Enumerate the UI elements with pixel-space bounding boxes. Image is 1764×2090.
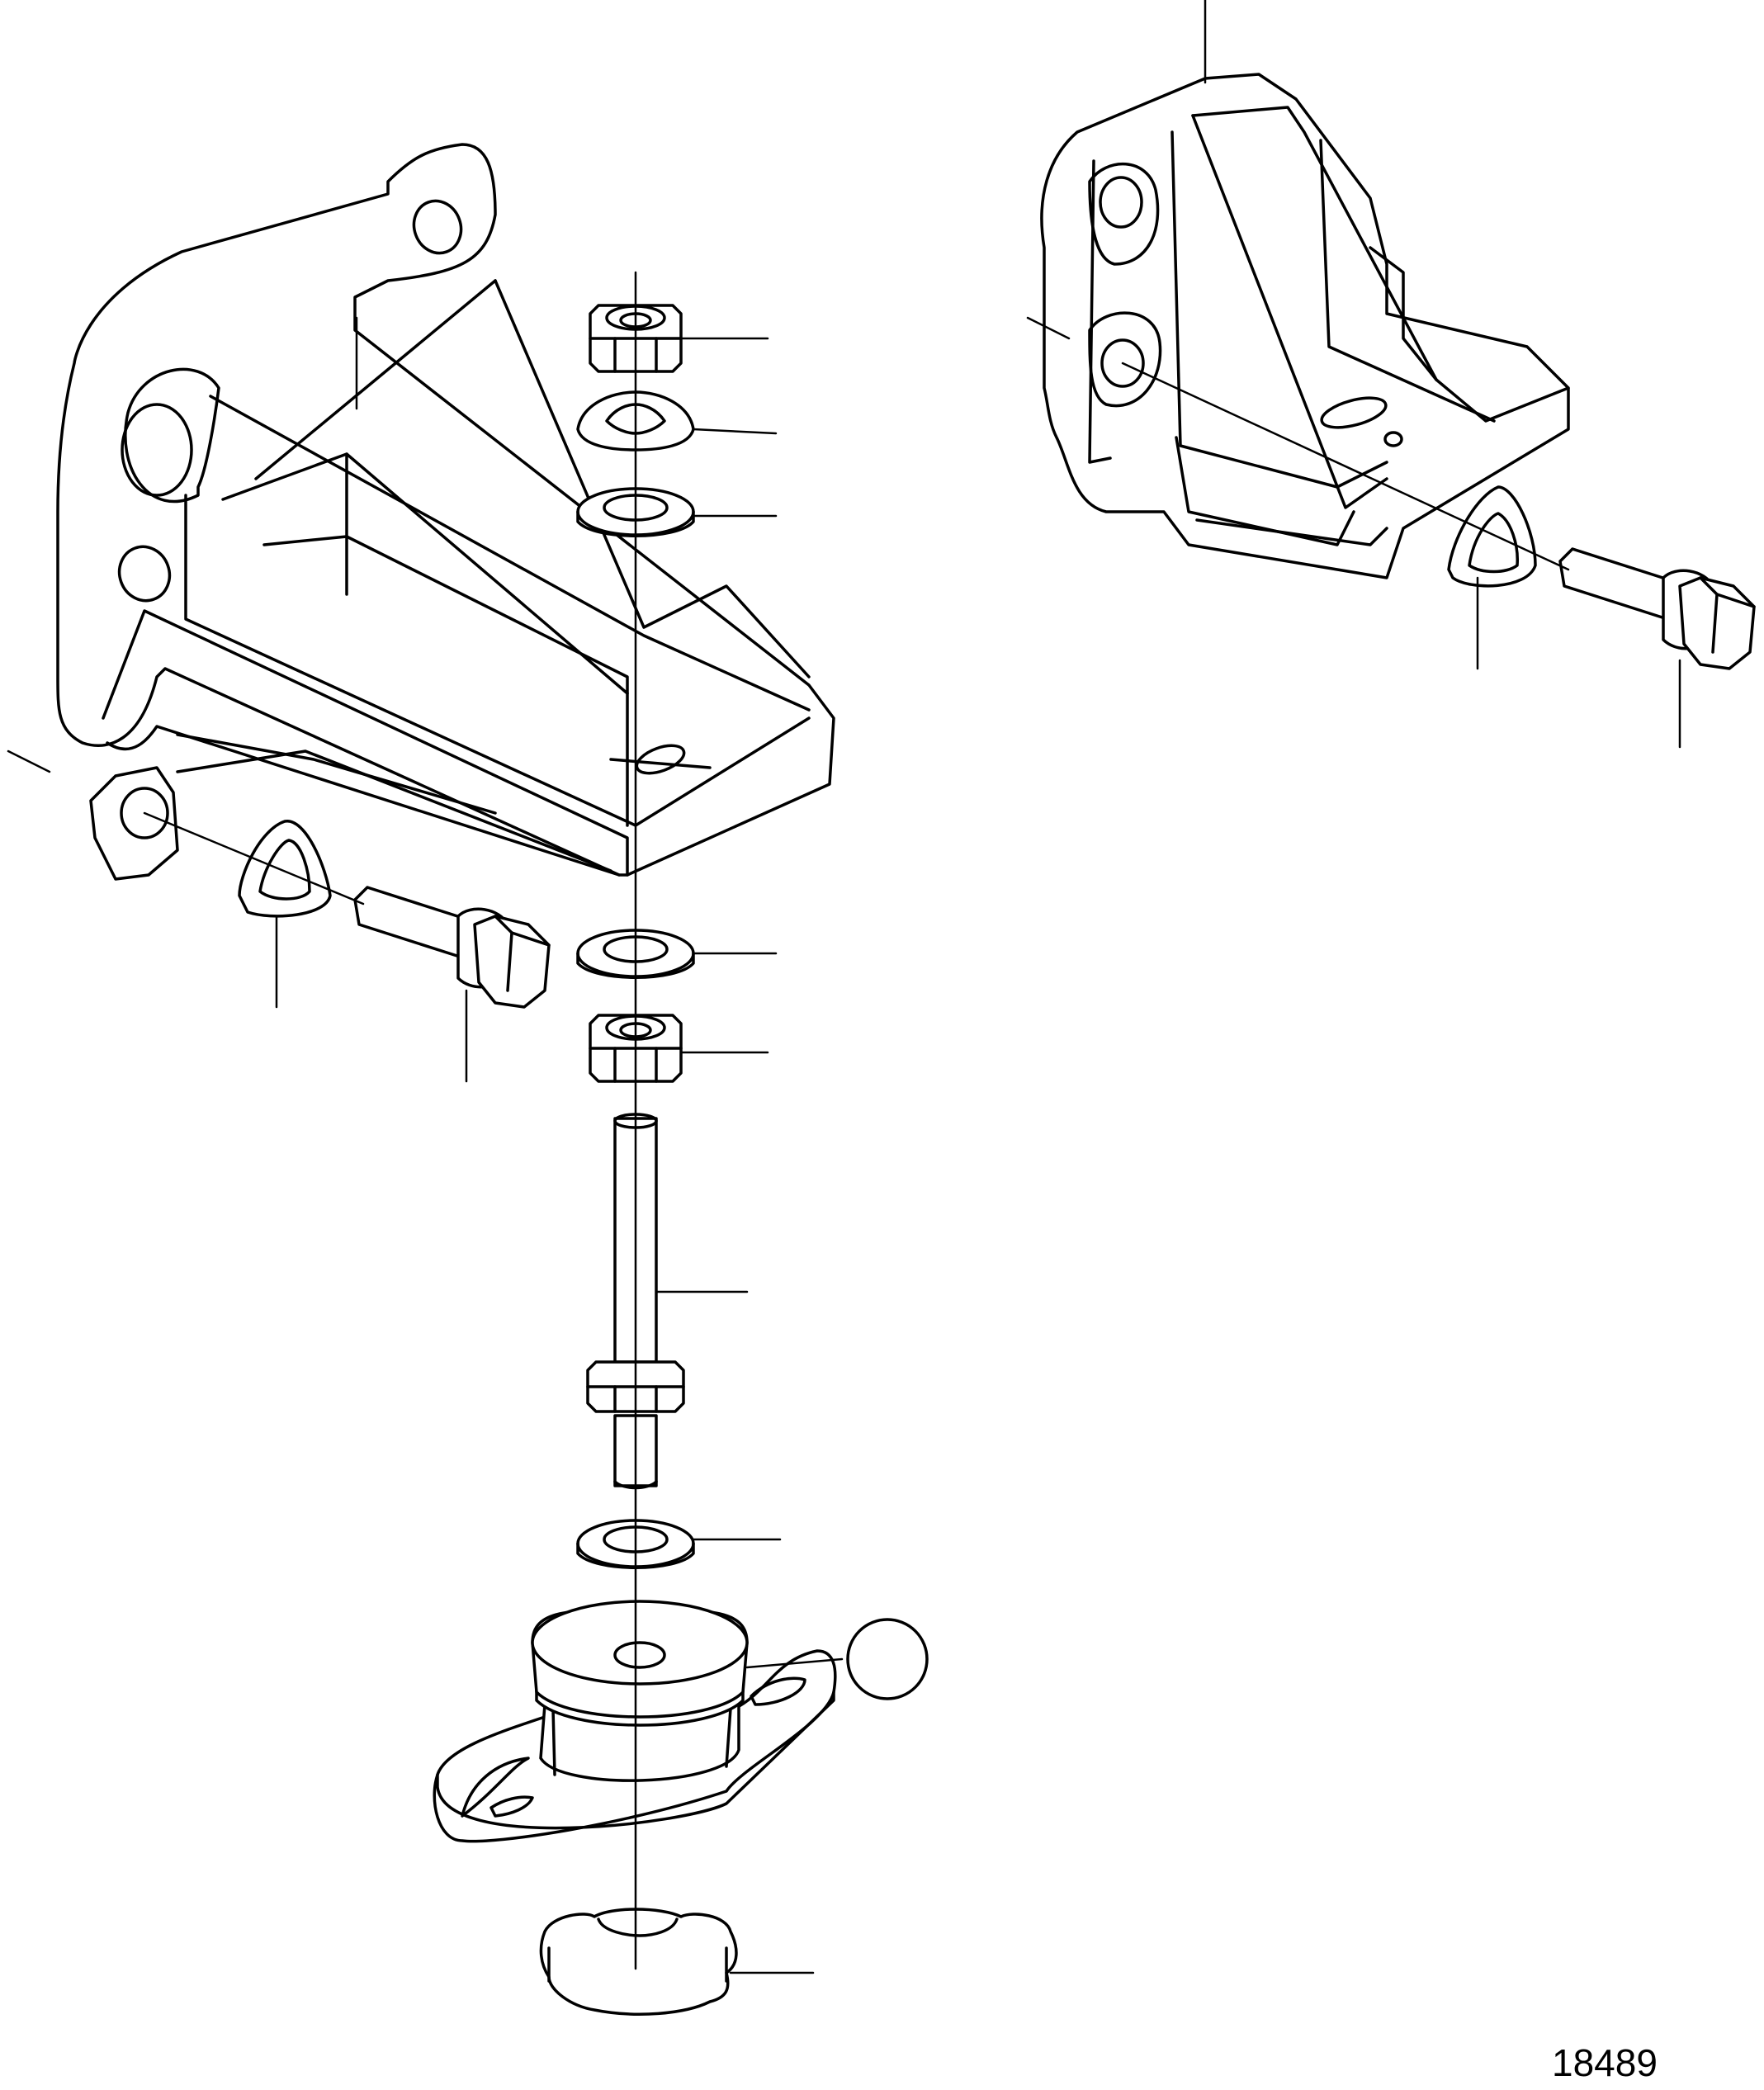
star-bumper	[539, 1908, 738, 2016]
leader-lines	[7, 0, 1681, 1974]
drawing-number: 18489	[1552, 2041, 1658, 2084]
rubber-engine-mount	[433, 1600, 837, 1843]
reference-circle	[846, 1618, 929, 1700]
triangular-washer-right	[1447, 485, 1537, 588]
flange-bolt-right	[1558, 547, 1756, 670]
triangular-washer-left	[238, 820, 332, 918]
flange-bolt-left	[353, 886, 551, 1009]
engine-bracket-right	[1040, 73, 1570, 579]
engine-bracket-left	[56, 143, 835, 881]
